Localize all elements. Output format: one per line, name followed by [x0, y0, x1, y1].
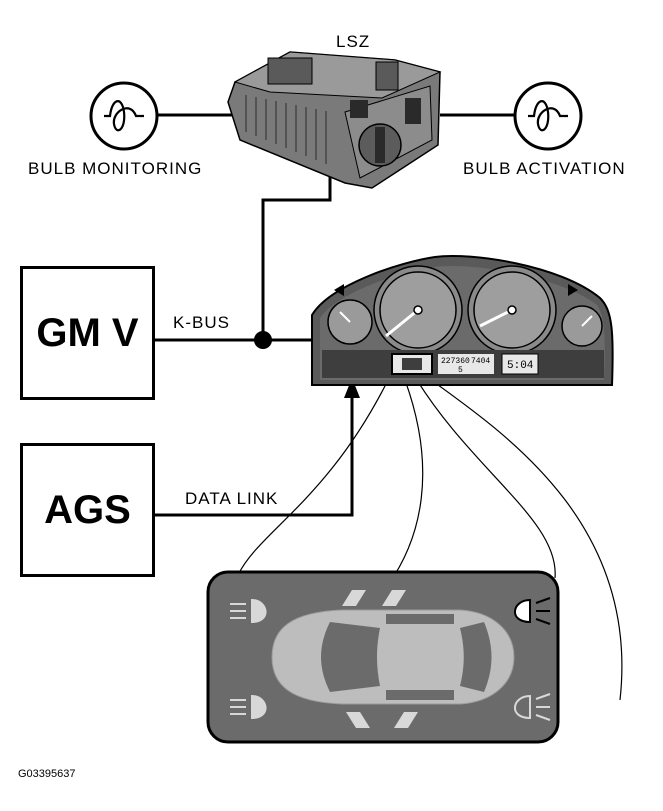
ags-module: AGS	[20, 443, 155, 577]
lsz-to-kbus-wire	[261, 170, 332, 338]
lsz-module	[227, 51, 442, 189]
data-link-arrowhead	[344, 378, 360, 398]
taillamp-icon-rear-left	[230, 694, 267, 720]
gm-v-label: GM V	[36, 310, 139, 355]
bulb-monitoring-label: BULB MONITORING	[28, 159, 203, 178]
fuel-gauge	[327, 299, 373, 345]
trip-reading: 7404	[471, 357, 490, 366]
instrument-cluster	[311, 254, 614, 386]
bulb-activation-label: BULB ACTIVATION	[463, 159, 626, 178]
headlamp-icon-front-left	[230, 598, 267, 624]
data-link-line	[155, 392, 354, 517]
lsz-label: LSZ	[336, 32, 371, 51]
headlamp-icon-front-right	[514, 597, 551, 625]
data-link-label: DATA LINK	[185, 489, 279, 508]
odometer-reading: 227360	[441, 357, 470, 366]
speedometer	[373, 265, 463, 355]
wiring	[155, 113, 515, 517]
k-bus-label: K-BUS	[173, 313, 230, 332]
taillamp-icon-rear-right	[514, 693, 551, 721]
clock-display	[501, 353, 539, 375]
indicator-leaders	[237, 371, 623, 701]
tachometer	[467, 265, 557, 355]
car-top-view	[271, 609, 515, 705]
turn-left-indicator	[334, 284, 344, 296]
gear-reading: 5	[458, 366, 463, 375]
bulb-monitoring-icon	[89, 81, 159, 151]
temperature-gauge	[561, 305, 603, 347]
beam-dashes	[342, 590, 418, 728]
k-bus-junction	[254, 331, 272, 349]
figure-id: G03395637	[18, 768, 76, 780]
turn-right-indicator	[568, 284, 578, 296]
gm-v-module: GM V	[20, 266, 155, 400]
clock-reading: 5:04	[507, 360, 534, 372]
bulb-activation-icon	[513, 81, 583, 151]
bulb-status-panel	[206, 570, 560, 744]
odometer-display	[438, 354, 494, 374]
ags-label: AGS	[44, 487, 131, 532]
